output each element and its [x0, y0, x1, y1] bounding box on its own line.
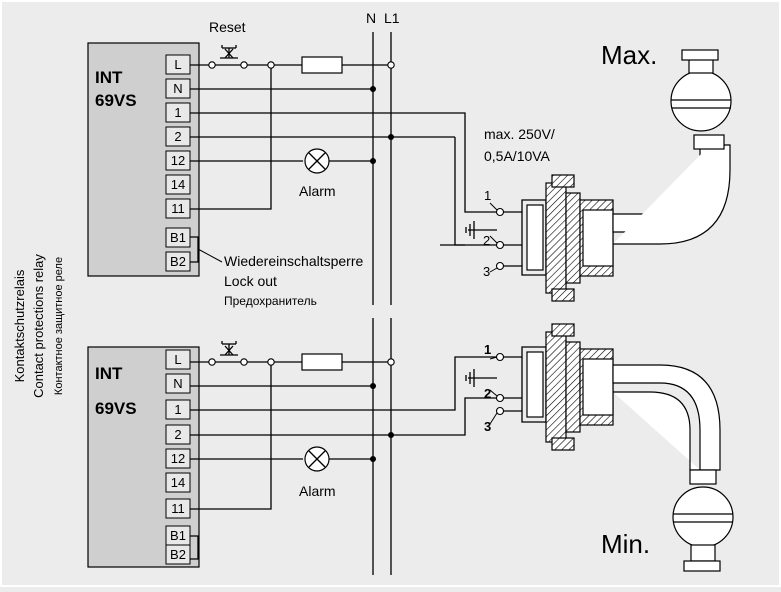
- relay-top-term-1: 1: [174, 105, 181, 120]
- alarm-label-top: Alarm: [299, 183, 336, 199]
- alarm-label-bottom: Alarm: [299, 483, 336, 499]
- relay-bottom: INT 69VS L N 1 2 12 14 11 B1 B2: [87, 346, 200, 568]
- relay-top-name-2: 69VS: [95, 91, 137, 110]
- relay-top-term-B2: B2: [170, 254, 186, 269]
- side-label-en: Contact protections relay: [31, 254, 46, 398]
- relay-bottom-term-14: 14: [171, 475, 185, 490]
- lockout-de: Wiedereinschaltsperre: [224, 253, 363, 269]
- wiring-top: [190, 45, 497, 263]
- max-label: Max.: [601, 40, 657, 70]
- relay-bottom-term-1: 1: [174, 402, 181, 417]
- relay-bottom-name-2: 69VS: [95, 399, 137, 418]
- reset-label: Reset: [209, 19, 246, 35]
- relay-bottom-term-B1: B1: [170, 528, 186, 543]
- relay-bottom-term-11: 11: [171, 501, 185, 516]
- rating-line-2: 0,5A/10VA: [484, 148, 551, 164]
- n-label: N: [366, 10, 376, 26]
- relay-bottom-name-1: INT: [95, 364, 123, 383]
- switch-top-wires: [391, 136, 497, 246]
- l1-label: L1: [384, 10, 400, 26]
- lockout-ru: Предохранитель: [224, 294, 317, 308]
- relay-bottom-term-2: 2: [174, 427, 181, 442]
- wiring-bottom: [190, 341, 497, 560]
- float-switch-max: 1 2 3: [465, 49, 732, 302]
- relay-top-term-L: L: [174, 57, 181, 72]
- relay-bottom-term-L: L: [174, 352, 181, 367]
- relay-top-term-B1: B1: [170, 230, 186, 245]
- relay-top-term-2: 2: [174, 129, 181, 144]
- side-label-de: Kontaktschutzrelais: [12, 269, 27, 382]
- rating-line-1: max. 250V/: [484, 126, 555, 142]
- relay-top-term-11: 11: [171, 201, 185, 216]
- pin-top-1: 1: [484, 188, 491, 203]
- float-switch-min: 1 2 3: [465, 323, 734, 572]
- relay-top-term-12: 12: [171, 153, 185, 168]
- relay-top-term-N: N: [173, 81, 182, 96]
- min-label: Min.: [601, 529, 650, 559]
- pin-top-3: 3: [483, 264, 490, 279]
- pin-bottom-1: 1: [484, 342, 491, 357]
- relay-top: INT 69VS L N 1 2 12 14 11 B1 B2: [87, 42, 200, 277]
- relay-bottom-terminals: L N 1 2 12 14 11 B1 B2: [165, 349, 191, 565]
- relay-bottom-term-B2: B2: [170, 547, 186, 562]
- relay-bottom-term-N: N: [173, 376, 182, 391]
- lockout-en: Lock out: [224, 273, 277, 289]
- relay-top-name-1: INT: [95, 68, 123, 87]
- relay-top-term-14: 14: [171, 177, 185, 192]
- relay-bottom-term-12: 12: [171, 451, 185, 466]
- relay-top-terminals: L N 1 2 12 14 11 B1 B2: [165, 54, 191, 272]
- side-label-ru: Контактное защитное реле: [53, 257, 65, 395]
- pin-bottom-2: 2: [484, 386, 491, 401]
- pin-top-2: 2: [483, 233, 490, 248]
- pin-bottom-3: 3: [484, 419, 491, 434]
